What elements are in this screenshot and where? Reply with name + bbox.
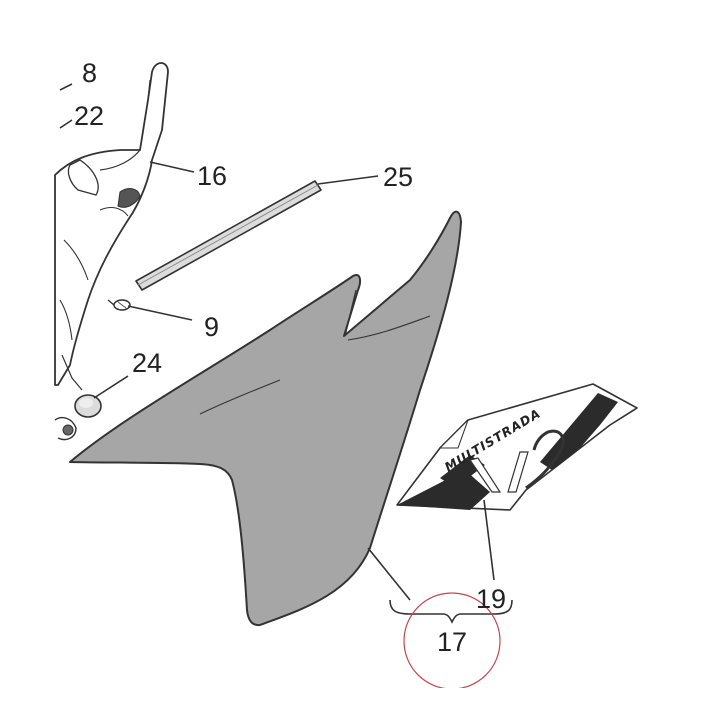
group-bracket [389,599,513,624]
rubber-strip-part [135,180,322,291]
frame-bracket-part [54,62,169,441]
callout-9: 9 [204,312,219,342]
callout-25: 25 [383,162,413,192]
side-panel-part [69,210,462,627]
callout-24: 24 [132,348,162,378]
callout-17: 17 [437,627,467,657]
callout-19: 19 [476,584,506,614]
callout-22: 22 [74,101,104,131]
circle-mask [380,688,530,720]
grommet-part [74,394,102,418]
leader-lines [59,83,495,601]
callout-8: 8 [82,58,97,88]
screw-part [107,299,131,311]
decal-part: MULTISTRADA V2 [396,383,638,511]
callout-16: 16 [197,161,227,191]
